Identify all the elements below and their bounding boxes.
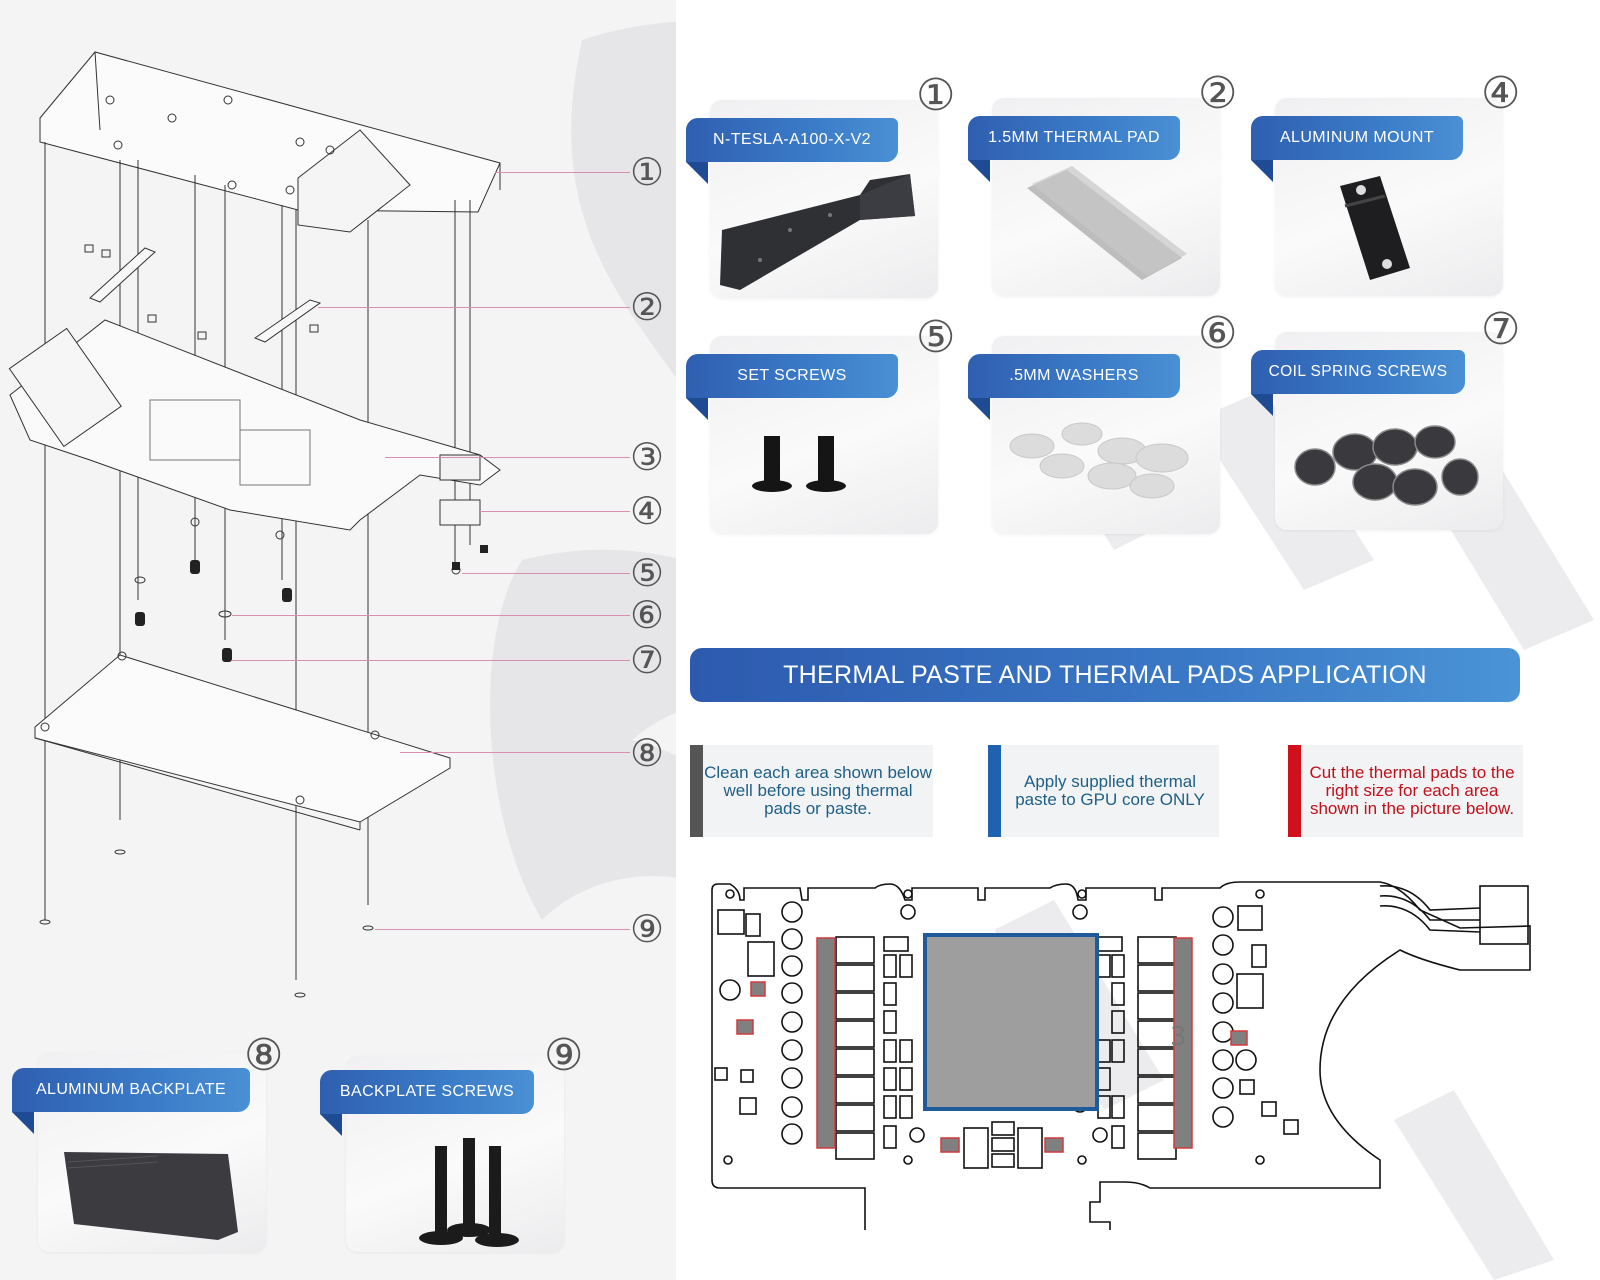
part-label: .5MM WASHERS <box>968 354 1180 420</box>
thermal-pad-small <box>940 1137 960 1153</box>
part-card-set-screws: SET SCREWS ⑤ <box>686 316 955 534</box>
part-label: ALUMINUM MOUNT <box>1251 116 1463 182</box>
coil-spring-screws-image <box>1294 425 1479 506</box>
part-label: ALUMINUM BACKPLATE <box>12 1068 250 1134</box>
leader-line-9 <box>375 929 630 930</box>
leader-line-8 <box>400 752 630 753</box>
thermal-pad-image <box>1027 166 1187 280</box>
exploded-assembly-drawing <box>8 51 501 998</box>
pcb-thermal-diagram: 3 <box>711 881 1531 1230</box>
part-card-washers: .5MM WASHERS ⑥ <box>968 312 1237 534</box>
callout-5: ⑤ <box>630 551 665 595</box>
part-label: SET SCREWS <box>686 354 898 420</box>
part-number: ④ <box>1481 68 1521 119</box>
thermal-pad-areas <box>736 937 1248 1153</box>
application-banner: THERMAL PASTE AND THERMAL PADS APPLICATI… <box>690 648 1520 702</box>
pcb-region-label: 3 <box>1170 1022 1187 1052</box>
gpu-core-area <box>923 933 1099 1111</box>
part-label: COIL SPRING SCREWS <box>1251 350 1465 416</box>
instruction-clean: Clean each area shown below well before … <box>703 745 933 837</box>
instruction-bar-gray <box>690 745 703 837</box>
callout-1: ① <box>630 150 665 194</box>
part-card-aluminum-mount: ALUMINUM MOUNT ④ <box>1251 72 1520 296</box>
leader-line-1 <box>495 172 630 173</box>
washers-image <box>1009 422 1189 499</box>
instruction-bar-red <box>1288 745 1301 837</box>
instruction-paste: Apply supplied thermal paste to GPU core… <box>1001 745 1219 837</box>
callout-7: ⑦ <box>630 638 665 682</box>
leader-line-2 <box>318 307 630 308</box>
part-number: ⑧ <box>244 1030 284 1081</box>
leader-line-5 <box>462 573 630 574</box>
part-number: ⑨ <box>544 1030 584 1081</box>
thermal-pad-small <box>750 981 766 997</box>
part-card-backplate-screws: BACKPLATE SCREWS ⑨ <box>320 1034 583 1252</box>
thermal-pad-right-strip <box>1173 937 1193 1149</box>
callout-8: ⑧ <box>630 731 665 775</box>
exploded-view-panel: ① ② ③ ④ ⑤ ⑥ ⑦ ⑧ ⑨ ALUMINUM BACKPLATE ⑧ B… <box>0 0 676 1280</box>
part-card-backplate: ALUMINUM BACKPLATE ⑧ <box>12 1034 283 1252</box>
part-number: ⑥ <box>1198 308 1238 359</box>
water-block-image <box>720 174 915 290</box>
leader-line-6 <box>232 615 630 616</box>
instruction-cut-pads: Cut the thermal pads to the right size f… <box>1301 745 1523 837</box>
callout-6: ⑥ <box>630 593 665 637</box>
thermal-pad-small <box>736 1019 754 1035</box>
callout-2: ② <box>630 285 665 329</box>
part-number: ⑦ <box>1481 304 1521 355</box>
callout-9: ⑨ <box>630 907 665 951</box>
leader-line-7 <box>232 660 630 661</box>
leader-line-3 <box>385 457 630 458</box>
thermal-pad-small <box>1230 1030 1248 1046</box>
part-number: ② <box>1198 68 1238 119</box>
part-number: ① <box>916 70 956 121</box>
part-label: 1.5MM THERMAL PAD <box>968 116 1180 182</box>
thermal-pad-small <box>1044 1137 1064 1153</box>
part-card-thermal-pad: 1.5MM THERMAL PAD ② <box>968 72 1237 296</box>
part-number: ⑤ <box>916 312 956 363</box>
part-label: N-TESLA-A100-X-V2 <box>686 118 898 184</box>
backplate-screws-image <box>419 1138 519 1247</box>
callout-3: ③ <box>630 435 665 479</box>
instruction-bar-blue <box>988 745 1001 837</box>
part-card-coil-spring-screws: COIL SPRING SCREWS ⑦ <box>1251 308 1520 530</box>
part-card-water-block: N-TESLA-A100-X-V2 ① <box>686 74 955 298</box>
part-label: BACKPLATE SCREWS <box>320 1070 534 1136</box>
leader-line-4 <box>480 511 630 512</box>
aluminum-mount-image <box>1340 176 1410 280</box>
set-screws-image <box>752 436 846 492</box>
backplate-image <box>64 1152 238 1240</box>
thermal-pad-left-strip <box>816 937 836 1149</box>
callout-4: ④ <box>630 489 665 533</box>
